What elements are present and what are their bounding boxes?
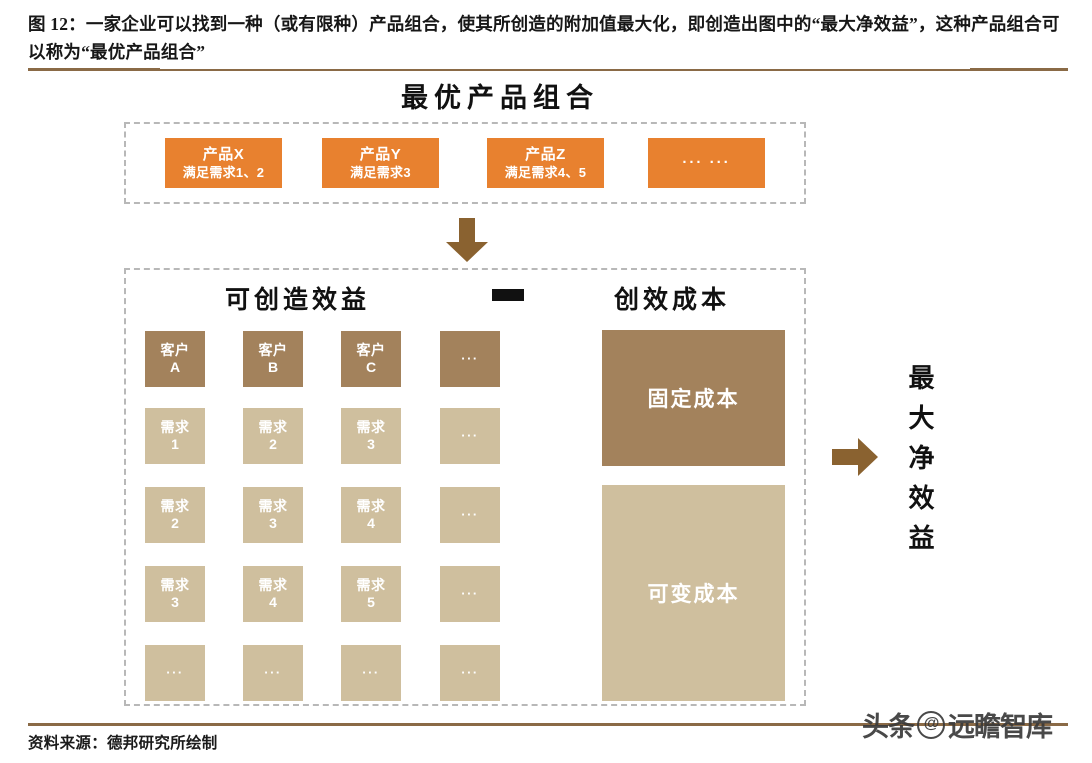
demand-cell: 需求 3: [341, 408, 401, 464]
variable-cost-block: 可变成本: [602, 485, 785, 701]
demand-ellipsis: ···: [264, 665, 282, 680]
demand-ellipsis: ···: [166, 665, 184, 680]
source-note: 资料来源：德邦研究所绘制: [28, 735, 218, 752]
header-rule-gap: [160, 67, 970, 69]
demand-label: 需求: [258, 577, 288, 593]
demand-cell: 需求 2: [243, 408, 303, 464]
demand-cell: 需求 4: [243, 566, 303, 622]
result-char: 益: [908, 523, 936, 553]
demand-number: 4: [367, 515, 375, 531]
product-subtitle: 满足需求1、2: [182, 164, 265, 180]
demand-cell: 需求 5: [341, 566, 401, 622]
minus-operator-icon: [492, 289, 524, 301]
watermark-right-text: 远瞻智库: [948, 712, 1053, 742]
watermark: 头条 @ 远瞻智库: [862, 705, 1053, 744]
demand-ellipsis: ···: [461, 428, 479, 443]
customer-id: B: [267, 359, 279, 375]
demand-label: 需求: [356, 577, 386, 593]
header-rule: [28, 68, 1068, 71]
product-title: 产品X: [202, 145, 245, 163]
customer-id: C: [365, 359, 377, 375]
demand-label: 需求: [258, 498, 288, 514]
product-card-more: ··· ···: [648, 138, 765, 188]
demand-label: 需求: [258, 419, 288, 435]
watermark-left-text: 头条: [862, 712, 915, 742]
demand-cell-more: ···: [440, 408, 500, 464]
benefit-heading: 可创造效益: [225, 286, 371, 314]
demand-ellipsis: ···: [362, 665, 380, 680]
demand-label: 需求: [160, 577, 190, 593]
demand-cell-more: ···: [440, 566, 500, 622]
demand-cell: 需求 1: [145, 408, 205, 464]
demand-ellipsis: ···: [461, 665, 479, 680]
customer-label: 客户: [356, 342, 386, 358]
demand-cell-more: ···: [440, 645, 500, 701]
product-subtitle: 满足需求3: [350, 164, 411, 180]
demand-cell-more: ···: [440, 487, 500, 543]
result-char: 大: [908, 403, 936, 433]
right-arrow-icon: [832, 438, 878, 476]
demand-cell: 需求 3: [145, 566, 205, 622]
demand-label: 需求: [160, 498, 190, 514]
customer-ellipsis: ···: [461, 351, 479, 366]
customer-cell-more: ···: [440, 331, 500, 387]
benefit-cost-container: [124, 268, 806, 706]
customer-cell-a: 客户 A: [145, 331, 205, 387]
product-title: 产品Y: [359, 145, 402, 163]
product-title: 产品Z: [525, 145, 566, 163]
demand-label: 需求: [160, 419, 190, 435]
demand-number: 3: [367, 436, 375, 452]
product-subtitle: 满足需求4、5: [504, 164, 587, 180]
customer-label: 客户: [160, 342, 190, 358]
demand-ellipsis: ···: [461, 586, 479, 601]
customer-cell-b: 客户 B: [243, 331, 303, 387]
down-arrow-icon: [446, 218, 488, 262]
demand-cell-more: ···: [341, 645, 401, 701]
customer-cell-c: 客户 C: [341, 331, 401, 387]
product-card-y: 产品Y 满足需求3: [322, 138, 439, 188]
demand-cell-more: ···: [243, 645, 303, 701]
result-char: 最: [908, 363, 936, 393]
product-card-z: 产品Z 满足需求4、5: [487, 138, 604, 188]
products-container: [124, 122, 806, 204]
result-char: 净: [908, 443, 936, 473]
demand-number: 1: [171, 436, 179, 452]
demand-label: 需求: [356, 498, 386, 514]
cost-heading: 创效成本: [614, 286, 731, 314]
demand-number: 5: [367, 594, 375, 610]
demand-ellipsis: ···: [461, 507, 479, 522]
result-char: 效: [908, 483, 936, 513]
product-ellipsis: ··· ···: [682, 154, 731, 171]
page-title: 最优产品组合: [401, 83, 599, 113]
fixed-cost-block: 固定成本: [602, 330, 785, 466]
customer-label: 客户: [258, 342, 288, 358]
demand-cell: 需求 3: [243, 487, 303, 543]
at-icon: @: [917, 710, 945, 739]
demand-number: 3: [269, 515, 277, 531]
demand-cell: 需求 4: [341, 487, 401, 543]
result-label: 最 大 净 效 益: [900, 358, 944, 558]
customer-id: A: [169, 359, 181, 375]
footer-rule: [28, 723, 1068, 726]
demand-label: 需求: [356, 419, 386, 435]
demand-number: 2: [269, 436, 277, 452]
figure-caption: 图 12：一家企业可以找到一种（或有限种）产品组合，使其所创造的附加值最大化，即…: [28, 14, 1060, 62]
demand-cell-more: ···: [145, 645, 205, 701]
demand-number: 2: [171, 515, 179, 531]
demand-number: 3: [171, 594, 179, 610]
product-card-x: 产品X 满足需求1、2: [165, 138, 282, 188]
demand-number: 4: [269, 594, 277, 610]
demand-cell: 需求 2: [145, 487, 205, 543]
